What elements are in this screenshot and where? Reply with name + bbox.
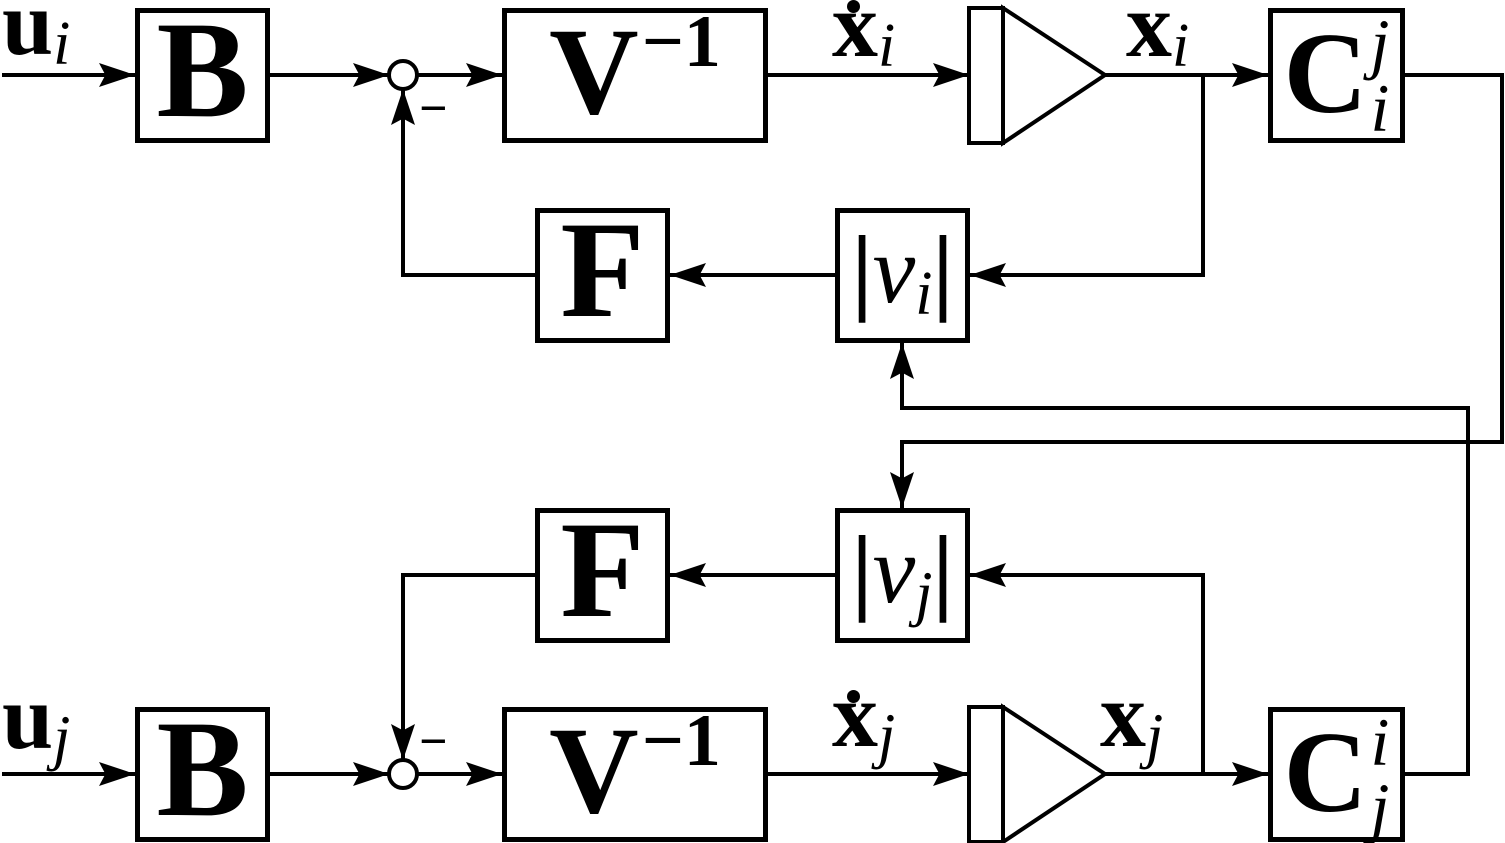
abs-v-j-subscript: j	[915, 559, 933, 628]
block-C-i-j-subscript: i	[1370, 69, 1390, 146]
wire-xi-branch-to-vi	[970, 75, 1205, 287]
x-j-base: x	[1100, 664, 1146, 766]
block-C-j-i-base: C	[1283, 708, 1368, 837]
block-F-top-label: F	[560, 192, 645, 346]
input-label-u-j: uj	[2, 671, 70, 769]
u-i-subscript: i	[53, 10, 71, 78]
xdot-j-subscript: j	[878, 702, 896, 770]
minus-sign-sum-j: −	[419, 713, 448, 769]
x-i-subscript: i	[1172, 12, 1190, 80]
block-C-i-j: C j i	[1268, 8, 1405, 143]
input-label-u-i: ui	[2, 0, 70, 75]
block-B-top: B	[135, 0, 270, 143]
block-V-inverse-top-base: V	[549, 2, 639, 140]
xdot-j-base: x	[832, 664, 878, 766]
block-C-i-j-base: C	[1283, 9, 1368, 138]
x-i-base: x	[1126, 0, 1172, 76]
block-V-inverse-bottom-exponent: −1	[641, 699, 721, 782]
u-j-subscript: j	[53, 704, 71, 772]
abs-v-j-base: v	[872, 515, 916, 623]
derivative-label-xdot-j: xj	[832, 669, 895, 767]
x-j-subscript: j	[1146, 702, 1164, 770]
overdot-icon	[847, 690, 860, 703]
abs-v-i-subscript: i	[915, 259, 933, 328]
block-B-bottom-label: B	[156, 691, 249, 843]
block-V-inverse-bottom-base: V	[549, 701, 639, 839]
block-V-inverse-top: V −1	[502, 0, 768, 143]
xdot-i-subscript: i	[878, 12, 896, 80]
state-label-x-j: xj	[1100, 669, 1163, 767]
sum-junction-j	[387, 758, 419, 790]
sum-junction-i	[387, 59, 419, 91]
block-C-j-i-subscript: j	[1370, 768, 1390, 843]
block-C-j-i: C i j	[1268, 707, 1405, 842]
block-abs-v-j: | v j |	[835, 508, 970, 643]
block-B-top-label: B	[156, 0, 249, 146]
block-C-j-i-superscript: i	[1370, 703, 1390, 780]
block-V-inverse-top-exponent: −1	[641, 0, 721, 83]
block-F-top: F	[535, 200, 670, 343]
u-i-base: u	[2, 0, 54, 74]
block-C-i-j-scripts: j i	[1370, 4, 1390, 146]
wire-Cij-to-vj	[890, 73, 1504, 508]
wire-Cji-to-vi	[890, 343, 1470, 776]
abs-v-i-base: v	[872, 215, 916, 323]
block-C-i-j-superscript: j	[1370, 4, 1390, 81]
minus-sign-sum-i: −	[419, 80, 448, 136]
abs-v-j-close-bar: |	[932, 515, 954, 623]
integrator-i	[967, 4, 1109, 147]
wire-xj-branch-to-vj	[970, 563, 1205, 774]
block-B-bottom: B	[135, 699, 270, 842]
block-V-inverse-bottom: V −1	[502, 699, 768, 842]
block-F-bottom-label: F	[560, 492, 645, 646]
wire-F-to-sum-i	[391, 89, 535, 277]
u-j-base: u	[2, 666, 54, 768]
integrator-j	[967, 703, 1109, 843]
abs-v-j-open-bar: |	[851, 515, 873, 623]
abs-v-i-close-bar: |	[932, 215, 954, 323]
derivative-label-xdot-i: xi	[832, 0, 895, 77]
block-C-j-i-scripts: i j	[1370, 703, 1390, 843]
wire-F-to-sum-j	[391, 573, 535, 760]
block-F-bottom: F	[535, 500, 670, 643]
abs-v-i-open-bar: |	[851, 215, 873, 323]
state-label-x-i: xi	[1126, 0, 1189, 77]
overdot-icon	[847, 0, 860, 13]
block-abs-v-i: | v i |	[835, 208, 970, 343]
